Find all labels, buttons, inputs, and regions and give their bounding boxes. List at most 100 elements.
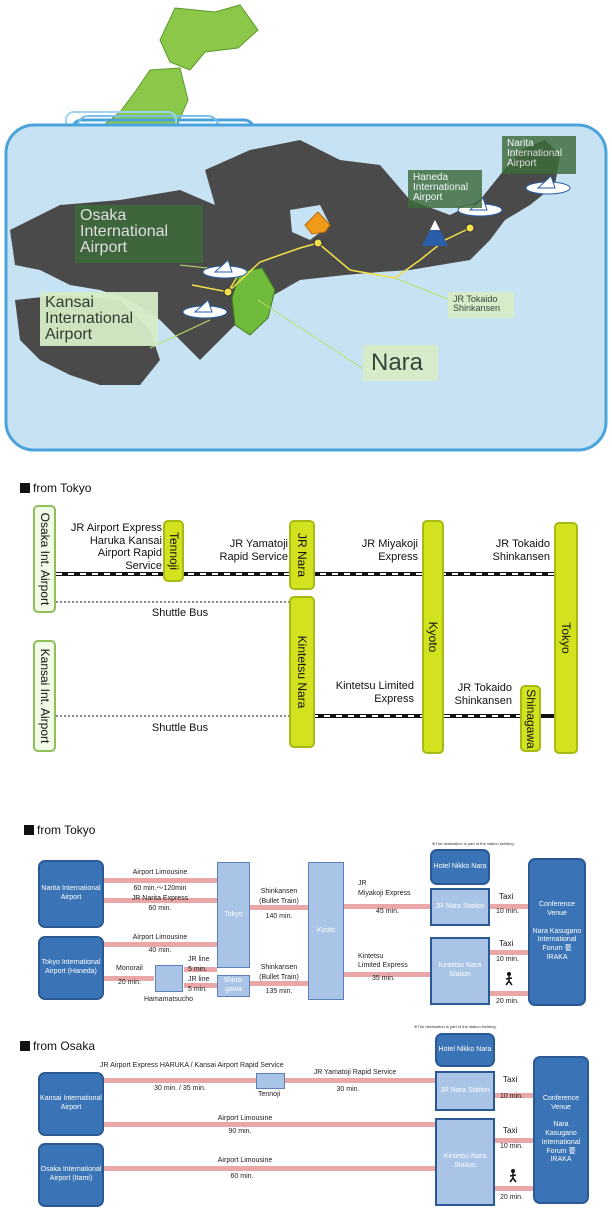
- station-label: Kintetsu Nara: [295, 635, 309, 709]
- section-heading-from-osaka: from Osaka: [20, 1039, 95, 1053]
- note-text: ※The destination is part of the station …: [432, 841, 515, 846]
- label-limousine-1: Airport Limousine: [132, 869, 188, 876]
- label-shinkansen-2-sub: (Bullet Train): [259, 974, 299, 981]
- box-hotel-nikko-nara: Hotel Nikko Nara: [430, 849, 490, 885]
- box-label: Conference Venue Nara Kasugano Internati…: [532, 901, 582, 961]
- label-kintetsu-time: 35 min.: [372, 975, 395, 982]
- label-limousine-2-time: 40 min.: [148, 947, 172, 954]
- box-kansai-airport: Kansai International Airport: [38, 1072, 104, 1136]
- line-taxi-osaka-2: [495, 1138, 533, 1143]
- box-itami-airport: Osaka International Airport (Itami): [38, 1143, 104, 1207]
- bullet-square-icon: [24, 825, 34, 835]
- heading-text: from Osaka: [33, 1039, 96, 1053]
- line-limousine-1: [104, 1122, 435, 1127]
- route-label-tokaido-bottom: JR Tokaido Shinkansen: [454, 682, 513, 707]
- walking-person-icon: [505, 972, 513, 986]
- label-taxi-1: Taxi: [499, 892, 514, 901]
- box-tennoji: [256, 1073, 285, 1089]
- line-taxi-1: [490, 904, 528, 909]
- box-label: Shina-gawa: [223, 977, 244, 993]
- line-taxi-2: [490, 950, 528, 955]
- station-tokyo: Tokyo: [554, 522, 578, 754]
- bullet-square-icon: [20, 1041, 30, 1051]
- label-haruka: JR Airport Express HARUKA / Kansai Airpo…: [100, 1062, 284, 1069]
- section-heading-from-tokyo-1: from Tokyo: [20, 481, 91, 495]
- line-jr-1: [184, 967, 217, 972]
- section-heading-from-tokyo-2: from Tokyo: [24, 823, 95, 837]
- station-shinagawa: Shinagawa: [520, 685, 541, 752]
- label-limousine-osaka-1-time: 90 min.: [228, 1128, 252, 1135]
- box-label: Kansai International Airport: [40, 1095, 102, 1111]
- route-label-haruka: JR Airport Express Haruka Kansai Airport…: [70, 522, 162, 572]
- box-conference-venue: Conference Venue Nara Kasugano Internati…: [528, 858, 586, 1006]
- box-label: Narita International Airport: [41, 885, 101, 901]
- bullet-square-icon: [20, 483, 30, 493]
- station-label: Shinagawa: [523, 688, 538, 749]
- station-label: Kyoto: [426, 621, 440, 653]
- label-shinkansen-2-time: 135 min.: [265, 988, 293, 995]
- label-miyakoji-1: JR: [358, 880, 367, 887]
- station-label: Tokyo: [559, 622, 573, 654]
- line-narita-limousine: [104, 878, 217, 883]
- label-walk-time: 20 min.: [496, 998, 519, 1005]
- station-label: JR Nara: [295, 532, 309, 578]
- station-kyoto: Kyoto: [422, 520, 444, 754]
- line-walk: [490, 991, 528, 996]
- label-miyakoji-2: Miyakoji Express: [358, 890, 411, 897]
- label-shinkansen-1-sub: (Bullet Train): [259, 898, 299, 905]
- label-shinkansen-2: Shinkansen: [260, 964, 298, 971]
- line-haruka: [104, 1078, 256, 1083]
- line-jr-2: [184, 983, 217, 988]
- route-label-shuttle-2: Shuttle Bus: [151, 722, 209, 734]
- label-taxi-osaka-1: Taxi: [503, 1075, 518, 1084]
- label-kintetsu-2: Limited Express: [358, 962, 408, 969]
- map-label-narita-airport: Narita International Airport: [502, 136, 576, 174]
- heading-text: from Tokyo: [33, 481, 92, 495]
- label-walk-time-osaka: 20 min.: [500, 1194, 523, 1201]
- box-label: JR Nara Station: [440, 1086, 490, 1094]
- station-kintetsu-nara: Kintetsu Nara: [289, 596, 315, 748]
- label-narita-express: JR Narita Express: [131, 895, 189, 902]
- label-taxi-2-time: 10 min.: [496, 956, 519, 963]
- label-limousine-1-time: 60 min.～120min: [133, 885, 187, 892]
- map-label-nara: Nara: [363, 345, 438, 381]
- station-jr-nara: JR Nara: [289, 520, 315, 590]
- box-shinagawa: Shina-gawa: [217, 975, 250, 997]
- label-taxi-2: Taxi: [499, 939, 514, 948]
- station-tennoji: Tennoji: [163, 520, 184, 582]
- label-monorail: Monorail: [116, 965, 143, 972]
- route-label-yamatoji: JR Yamatoji Rapid Service: [219, 538, 288, 563]
- label-narita-express-time: 60 min.: [148, 905, 172, 912]
- line-miyakoji: [344, 904, 430, 909]
- label-jrline-1-time: 5 min.: [188, 966, 208, 973]
- route-label-tokaido-top: JR Tokaido Shinkansen: [492, 538, 551, 563]
- label-limousine-2: Airport Limousine: [132, 934, 188, 941]
- line-haneda-monorail: [104, 976, 154, 981]
- box-label: Hotel Nikko Nara: [433, 862, 487, 870]
- label-limousine-osaka-2-time: 60 min.: [230, 1173, 254, 1180]
- heading-text: from Tokyo: [37, 823, 96, 837]
- label-shinkansen-1-time: 140 min.: [265, 913, 293, 920]
- label-jrline-1: JR line: [188, 956, 210, 963]
- station-kansai-airport: Kansai Int. Airport: [33, 640, 56, 752]
- box-kintetsu-nara-station-osaka: Kintetsu Nara Station: [435, 1118, 495, 1206]
- box-label: JR Nara Station: [435, 902, 485, 910]
- walking-person-icon: [509, 1169, 517, 1183]
- note-text: ※The destination is part of the station …: [414, 1024, 497, 1029]
- box-conference-venue-osaka: Conference Venue Nara Kasugano Internati…: [533, 1056, 589, 1204]
- label-hamamatsucho: Hamamatsucho: [144, 996, 194, 1003]
- label-taxi-osaka-2: Taxi: [503, 1126, 518, 1135]
- line-yamatoji: [285, 1078, 435, 1083]
- box-jr-nara-station-osaka: JR Nara Station: [435, 1071, 495, 1111]
- box-kyoto: Kyoto: [308, 862, 344, 1000]
- label-yamatoji-time: 30 min.: [336, 1086, 360, 1093]
- station-osaka-airport: Osaka Int. Airport: [33, 505, 56, 613]
- label-haruka-time: 30 min. / 35 min.: [154, 1085, 206, 1092]
- station-label: Tennoji: [166, 531, 181, 571]
- label-jrline-2-time: 5 min.: [188, 986, 208, 993]
- label-shinkansen-1: Shinkansen: [260, 888, 298, 895]
- map-label-kansai-airport: Kansai International Airport: [40, 292, 158, 346]
- line-shinkansen-1: [250, 905, 308, 910]
- map-label-osaka-airport: Osaka International Airport: [75, 205, 203, 263]
- box-label: Hotel Nikko Nara: [438, 1045, 492, 1053]
